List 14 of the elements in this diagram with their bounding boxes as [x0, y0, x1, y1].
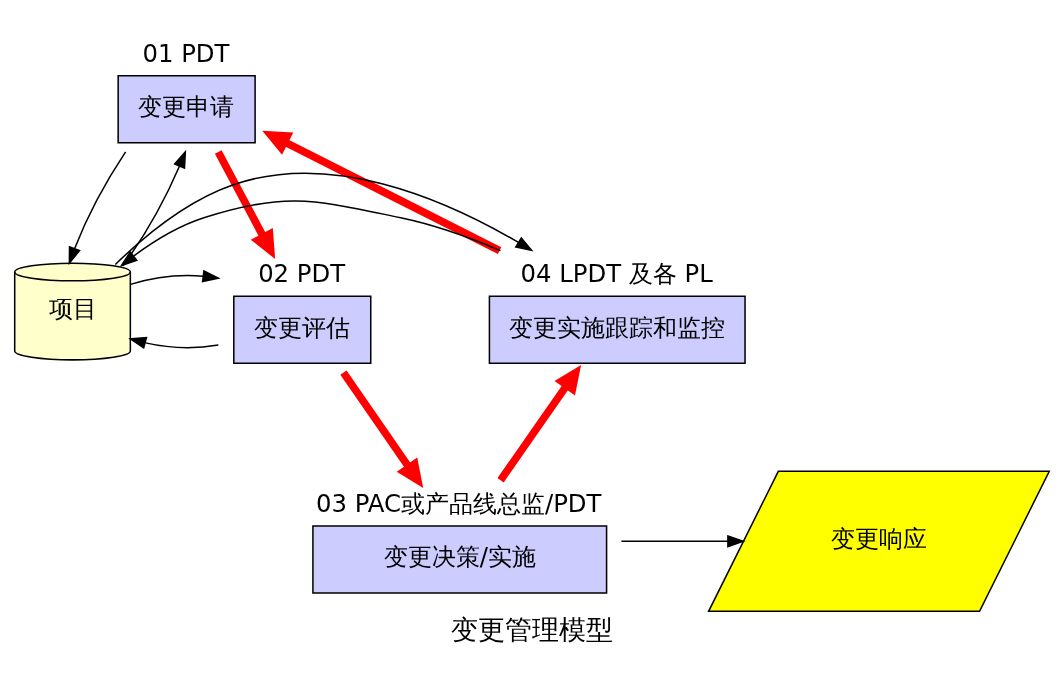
arrow: [340, 370, 424, 489]
arrow: [620, 534, 746, 548]
arrow: [122, 149, 187, 267]
arrow: [497, 364, 582, 483]
arrow: [129, 269, 221, 286]
arrow: [128, 336, 220, 350]
arrow: [68, 151, 127, 266]
node-label: 02 PDT: [258, 259, 346, 289]
caption: 变更管理模型: [450, 614, 613, 646]
arrow: [262, 130, 502, 254]
node-label: 01 PDT: [142, 38, 230, 68]
arrow: [214, 150, 276, 260]
node-label: 03 PAC或产品线总监/PDT: [315, 489, 602, 519]
node-label: 04 LPDT 及各 PL: [520, 259, 713, 289]
